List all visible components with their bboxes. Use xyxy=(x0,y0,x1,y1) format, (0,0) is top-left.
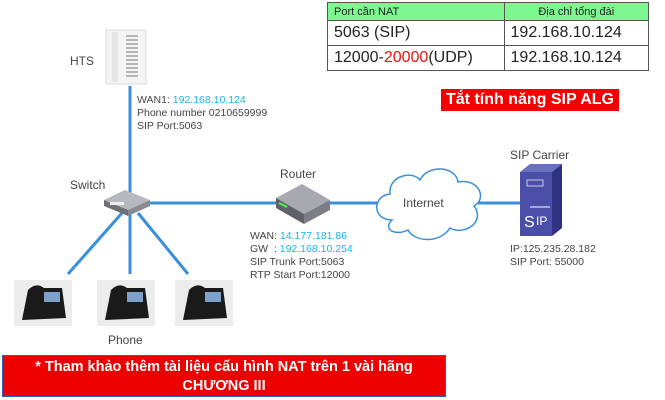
connection-lines xyxy=(66,86,520,275)
svg-text:IP: IP xyxy=(536,214,547,228)
router-label: Router xyxy=(280,167,317,181)
port-cell: 12000-20000(UDP) xyxy=(327,45,505,71)
ip-phone-icons xyxy=(14,280,233,326)
port-suffix: (UDP) xyxy=(428,49,473,66)
sip-server-icon: S IP xyxy=(520,164,562,236)
switch-label: Switch xyxy=(70,178,106,192)
svg-text:S: S xyxy=(524,214,535,231)
port-prefix: 12000- xyxy=(334,49,384,66)
internet-label: Internet xyxy=(403,196,444,210)
switch-icon xyxy=(104,190,150,216)
rtp-start-port: RTP Start Port:12000 xyxy=(250,269,351,281)
table-row: 12000-20000(UDP)192.168.10.124 xyxy=(327,45,650,71)
router-info: WAN: 14.177.181.86 GW : 192.168.10.254 S… xyxy=(250,230,353,282)
hts-info: WAN1: 192.168.10.124 Phone number 021065… xyxy=(137,94,267,133)
wan-label: WAN: xyxy=(250,230,280,242)
note-line-1: * Tham khảo thêm tài liệu cấu hình NAT t… xyxy=(35,359,413,375)
carrier-info: IP:125.235.28.182 SIP Port: 55000 xyxy=(510,243,596,269)
hts-label: HTS xyxy=(70,54,94,68)
sip-trunk-port: SIP Trunk Port:5063 xyxy=(250,256,345,268)
phone-link xyxy=(66,212,124,275)
gw-label: GW : xyxy=(250,243,280,255)
address-cell: 192.168.10.124 xyxy=(503,20,650,46)
hts-device-icon xyxy=(105,29,147,85)
carrier-sip-port: SIP Port: 55000 xyxy=(510,256,584,268)
wan1-ip: 192.168.10.124 xyxy=(172,94,246,106)
router-icon xyxy=(276,184,330,224)
internet-cloud-icon xyxy=(376,168,482,241)
address-cell: 192.168.10.124 xyxy=(503,45,650,71)
port-highlight: 20000 xyxy=(383,49,429,66)
header-port: Port cần NAT xyxy=(327,2,505,21)
gw-ip: 192.168.10.254 xyxy=(279,243,353,255)
hts-sip-port: SIP Port:5063 xyxy=(137,120,203,132)
phone-label: Phone xyxy=(108,333,143,347)
header-address: Địa chỉ tổng đài xyxy=(503,2,650,21)
sip-carrier-label: SIP Carrier xyxy=(510,148,570,162)
hts-phone-number: Phone number 0210659999 xyxy=(137,107,268,119)
note-line-2: CHƯƠNG III xyxy=(182,378,266,394)
phone-link xyxy=(136,212,190,275)
wan-ip: 14.177.181.86 xyxy=(279,230,348,242)
bottom-note: * Tham khảo thêm tài liệu cấu hình NAT t… xyxy=(2,355,446,397)
carrier-ip: IP:125.235.28.182 xyxy=(510,243,596,255)
sip-alg-notice: Tắt tính năng SIP ALG xyxy=(441,89,619,111)
wan1-label: WAN1: xyxy=(137,94,173,106)
